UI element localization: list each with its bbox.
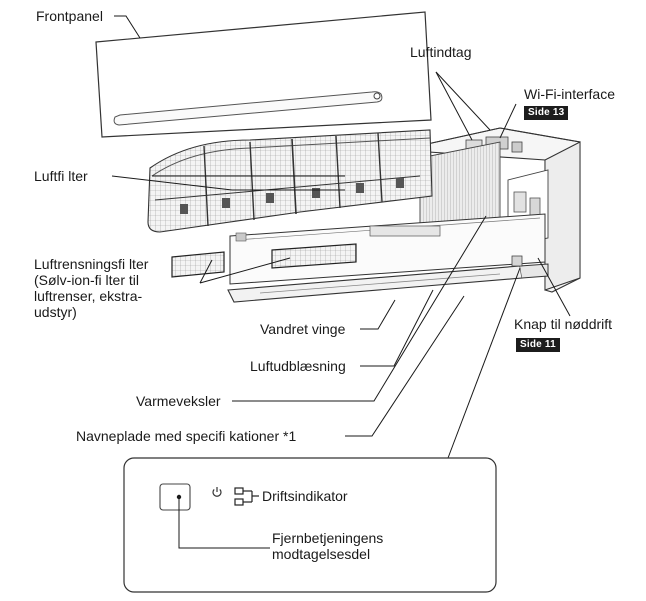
air-filter [147,129,433,233]
luftudblaesning-label: Luftudblæsning [250,358,346,374]
chassis [229,213,546,285]
vandret-vinge-label: Vandret vinge [260,321,346,337]
fjernbetjening-label-line2: modtagelsesdel [272,546,371,562]
luftrensningsfilter-label-line4: udstyr) [34,304,77,320]
knap-page-reference: Side 11 [516,338,560,352]
luftindtag-label: Luftindtag [410,44,472,60]
frontpanel-label: Frontpanel [36,8,103,24]
knap-til-noddrift-label: Knap til nøddrift [514,316,613,332]
indicator-detail-box [123,457,497,593]
luftrensningsfilter-label-line2: (Sølv-ion-fi lter til [34,272,140,288]
luftrensningsfilter-label-line3: luftrenser, ekstra- [34,288,143,304]
air-purifying-filters [171,243,357,278]
varmeveksler-label: Varmeveksler [136,393,221,409]
leader-lines [111,15,571,459]
navneplade-label: Navneplade med specifi kationer *1 [76,428,297,444]
unit-body [399,127,581,293]
indicator-lamp-icon [234,487,259,506]
wifi-page-reference: Side 13 [524,106,569,120]
front-panel [95,11,432,138]
power-icon [212,487,222,497]
luftfilter-label: Luftfi lter [34,168,88,184]
wifi-interface-label: Wi-Fi-interface [524,86,616,102]
driftsindikator-label: Driftsindikator [262,488,348,504]
luftrensningsfilter-label-line1: Luftrensningsfi lter [34,256,149,272]
horizontal-vane [227,255,549,303]
fjernbetjening-label-line1: Fjernbetjeningens [272,530,384,546]
